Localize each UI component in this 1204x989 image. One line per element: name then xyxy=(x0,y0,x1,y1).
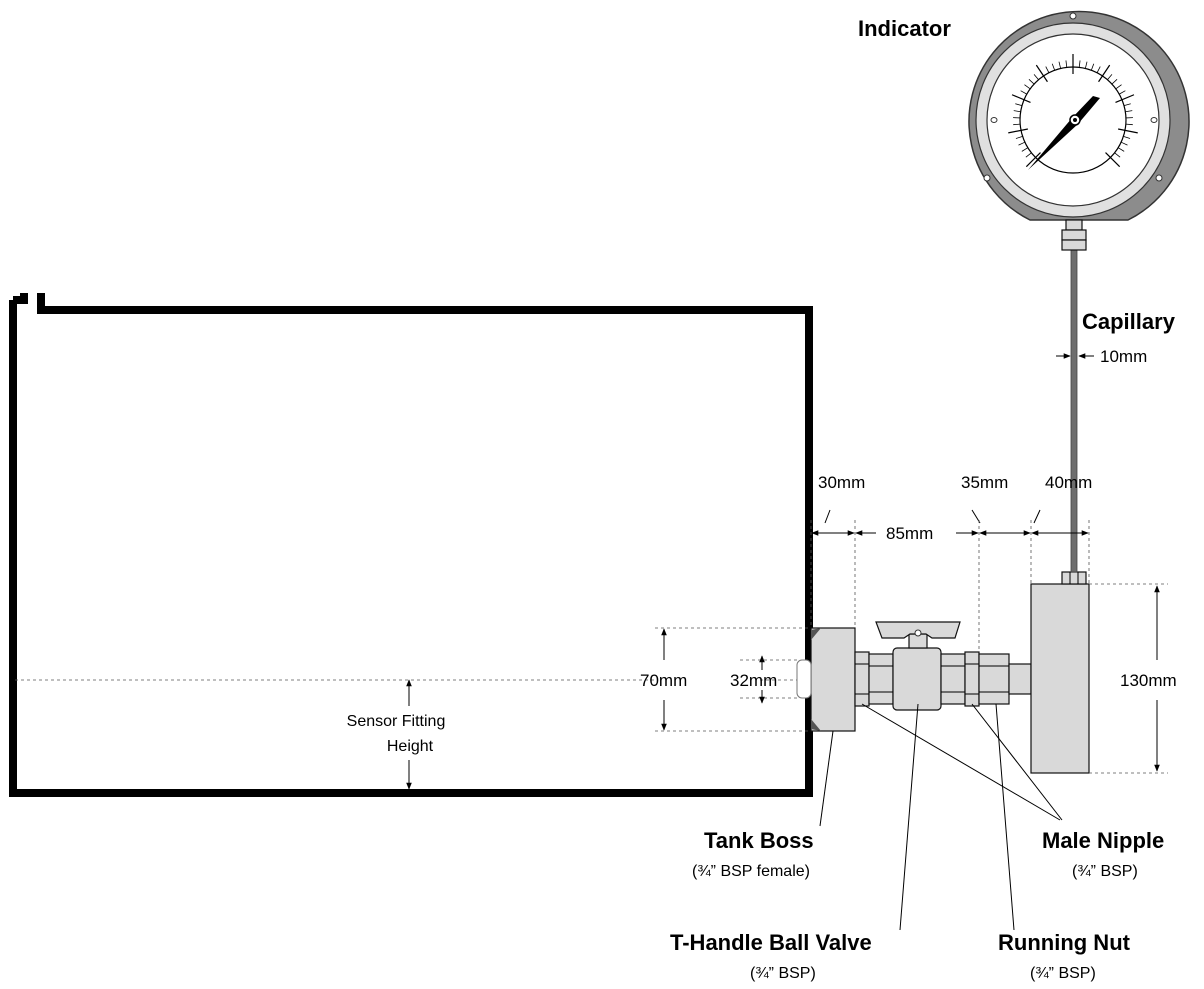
gauge-tick xyxy=(1096,66,1101,73)
gauge-tick xyxy=(1125,110,1133,113)
male-nipple-sublabel: (¾” BSP) xyxy=(1072,863,1138,880)
gauge-tick xyxy=(1025,152,1041,168)
capillary-tube xyxy=(1070,249,1078,573)
gauge-tick xyxy=(1120,141,1128,146)
gauge-tick xyxy=(1123,103,1131,106)
gauge-tick xyxy=(1015,103,1023,106)
gauge-tick xyxy=(1024,84,1031,90)
gauge-tick xyxy=(1011,94,1031,103)
indicator-label: Indicator xyxy=(858,16,951,41)
nipple-length-dim: 35mm xyxy=(961,473,1008,492)
gauge-tick xyxy=(1021,147,1029,152)
male-nipple-2 xyxy=(964,651,980,707)
gauge-tick xyxy=(1119,90,1126,95)
tank-boss xyxy=(796,627,856,732)
tank-boss-sublabel: (¾” BSP female) xyxy=(692,863,810,880)
running-nut-label: Running Nut xyxy=(998,930,1131,955)
gauge-tick xyxy=(1015,135,1023,139)
ball-valve-sublabel: (¾” BSP) xyxy=(750,965,816,982)
male-nipple-label: Male Nipple xyxy=(1042,828,1164,853)
gauge-tick xyxy=(1098,64,1111,83)
bore-height-dim: 32mm xyxy=(730,671,777,690)
gauge-tick xyxy=(1013,110,1021,113)
gauge-tick xyxy=(1008,128,1029,134)
gauge-tick xyxy=(1028,78,1035,85)
gauge-tick xyxy=(1084,61,1088,69)
gauge-ticks xyxy=(1008,54,1138,168)
gauge-tick xyxy=(1117,147,1125,152)
gauge-tick xyxy=(1018,141,1026,146)
ball-valve xyxy=(868,621,966,711)
male-nipple-1 xyxy=(854,651,870,707)
tank-boss-label: Tank Boss xyxy=(704,828,814,853)
sensor-width-dim: 40mm xyxy=(1045,473,1092,492)
gauge-tick xyxy=(1111,78,1118,85)
running-nut-sublabel: (¾” BSP) xyxy=(1030,965,1096,982)
gauge-tick xyxy=(1105,152,1121,168)
tank xyxy=(9,293,813,797)
ball-valve-label: T-Handle Ball Valve xyxy=(670,930,872,955)
gauge-tick xyxy=(1045,66,1050,73)
sensor-height-label-line1: Sensor Fitting xyxy=(347,713,446,730)
gauge-tick xyxy=(1115,94,1135,103)
gauge-tick xyxy=(1125,123,1133,126)
gauge-tick xyxy=(1035,64,1048,83)
gauge-tick xyxy=(1123,135,1131,139)
gauge-tick xyxy=(1033,74,1039,80)
gauge-tick xyxy=(1065,60,1068,68)
indicator-gauge xyxy=(968,10,1190,251)
gauge-tick xyxy=(1058,61,1062,69)
sensor-height-label-line2: Height xyxy=(387,738,434,755)
valve-length-dim: 85mm xyxy=(886,524,933,543)
sensor-height-dim: 130mm xyxy=(1120,671,1177,690)
capillary-width-dim: 10mm xyxy=(1100,347,1147,366)
gauge-tick xyxy=(1115,84,1122,90)
boss-length-dim: 30mm xyxy=(818,473,865,492)
gauge-tick xyxy=(1051,63,1056,71)
capillary-label: Capillary xyxy=(1082,309,1176,334)
gauge-tick xyxy=(1078,60,1081,68)
sensor-body xyxy=(1030,571,1090,774)
gauge-tick xyxy=(1025,152,1032,158)
gauge-tick xyxy=(1013,123,1021,126)
gauge-tick xyxy=(1090,63,1095,71)
gauge-tick xyxy=(1107,74,1113,80)
running-nut xyxy=(978,653,1032,705)
gauge-tick xyxy=(1114,152,1121,158)
gauge-tick xyxy=(1020,90,1027,95)
gauge-tick xyxy=(1117,128,1138,134)
boss-height-dim: 70mm xyxy=(640,671,687,690)
